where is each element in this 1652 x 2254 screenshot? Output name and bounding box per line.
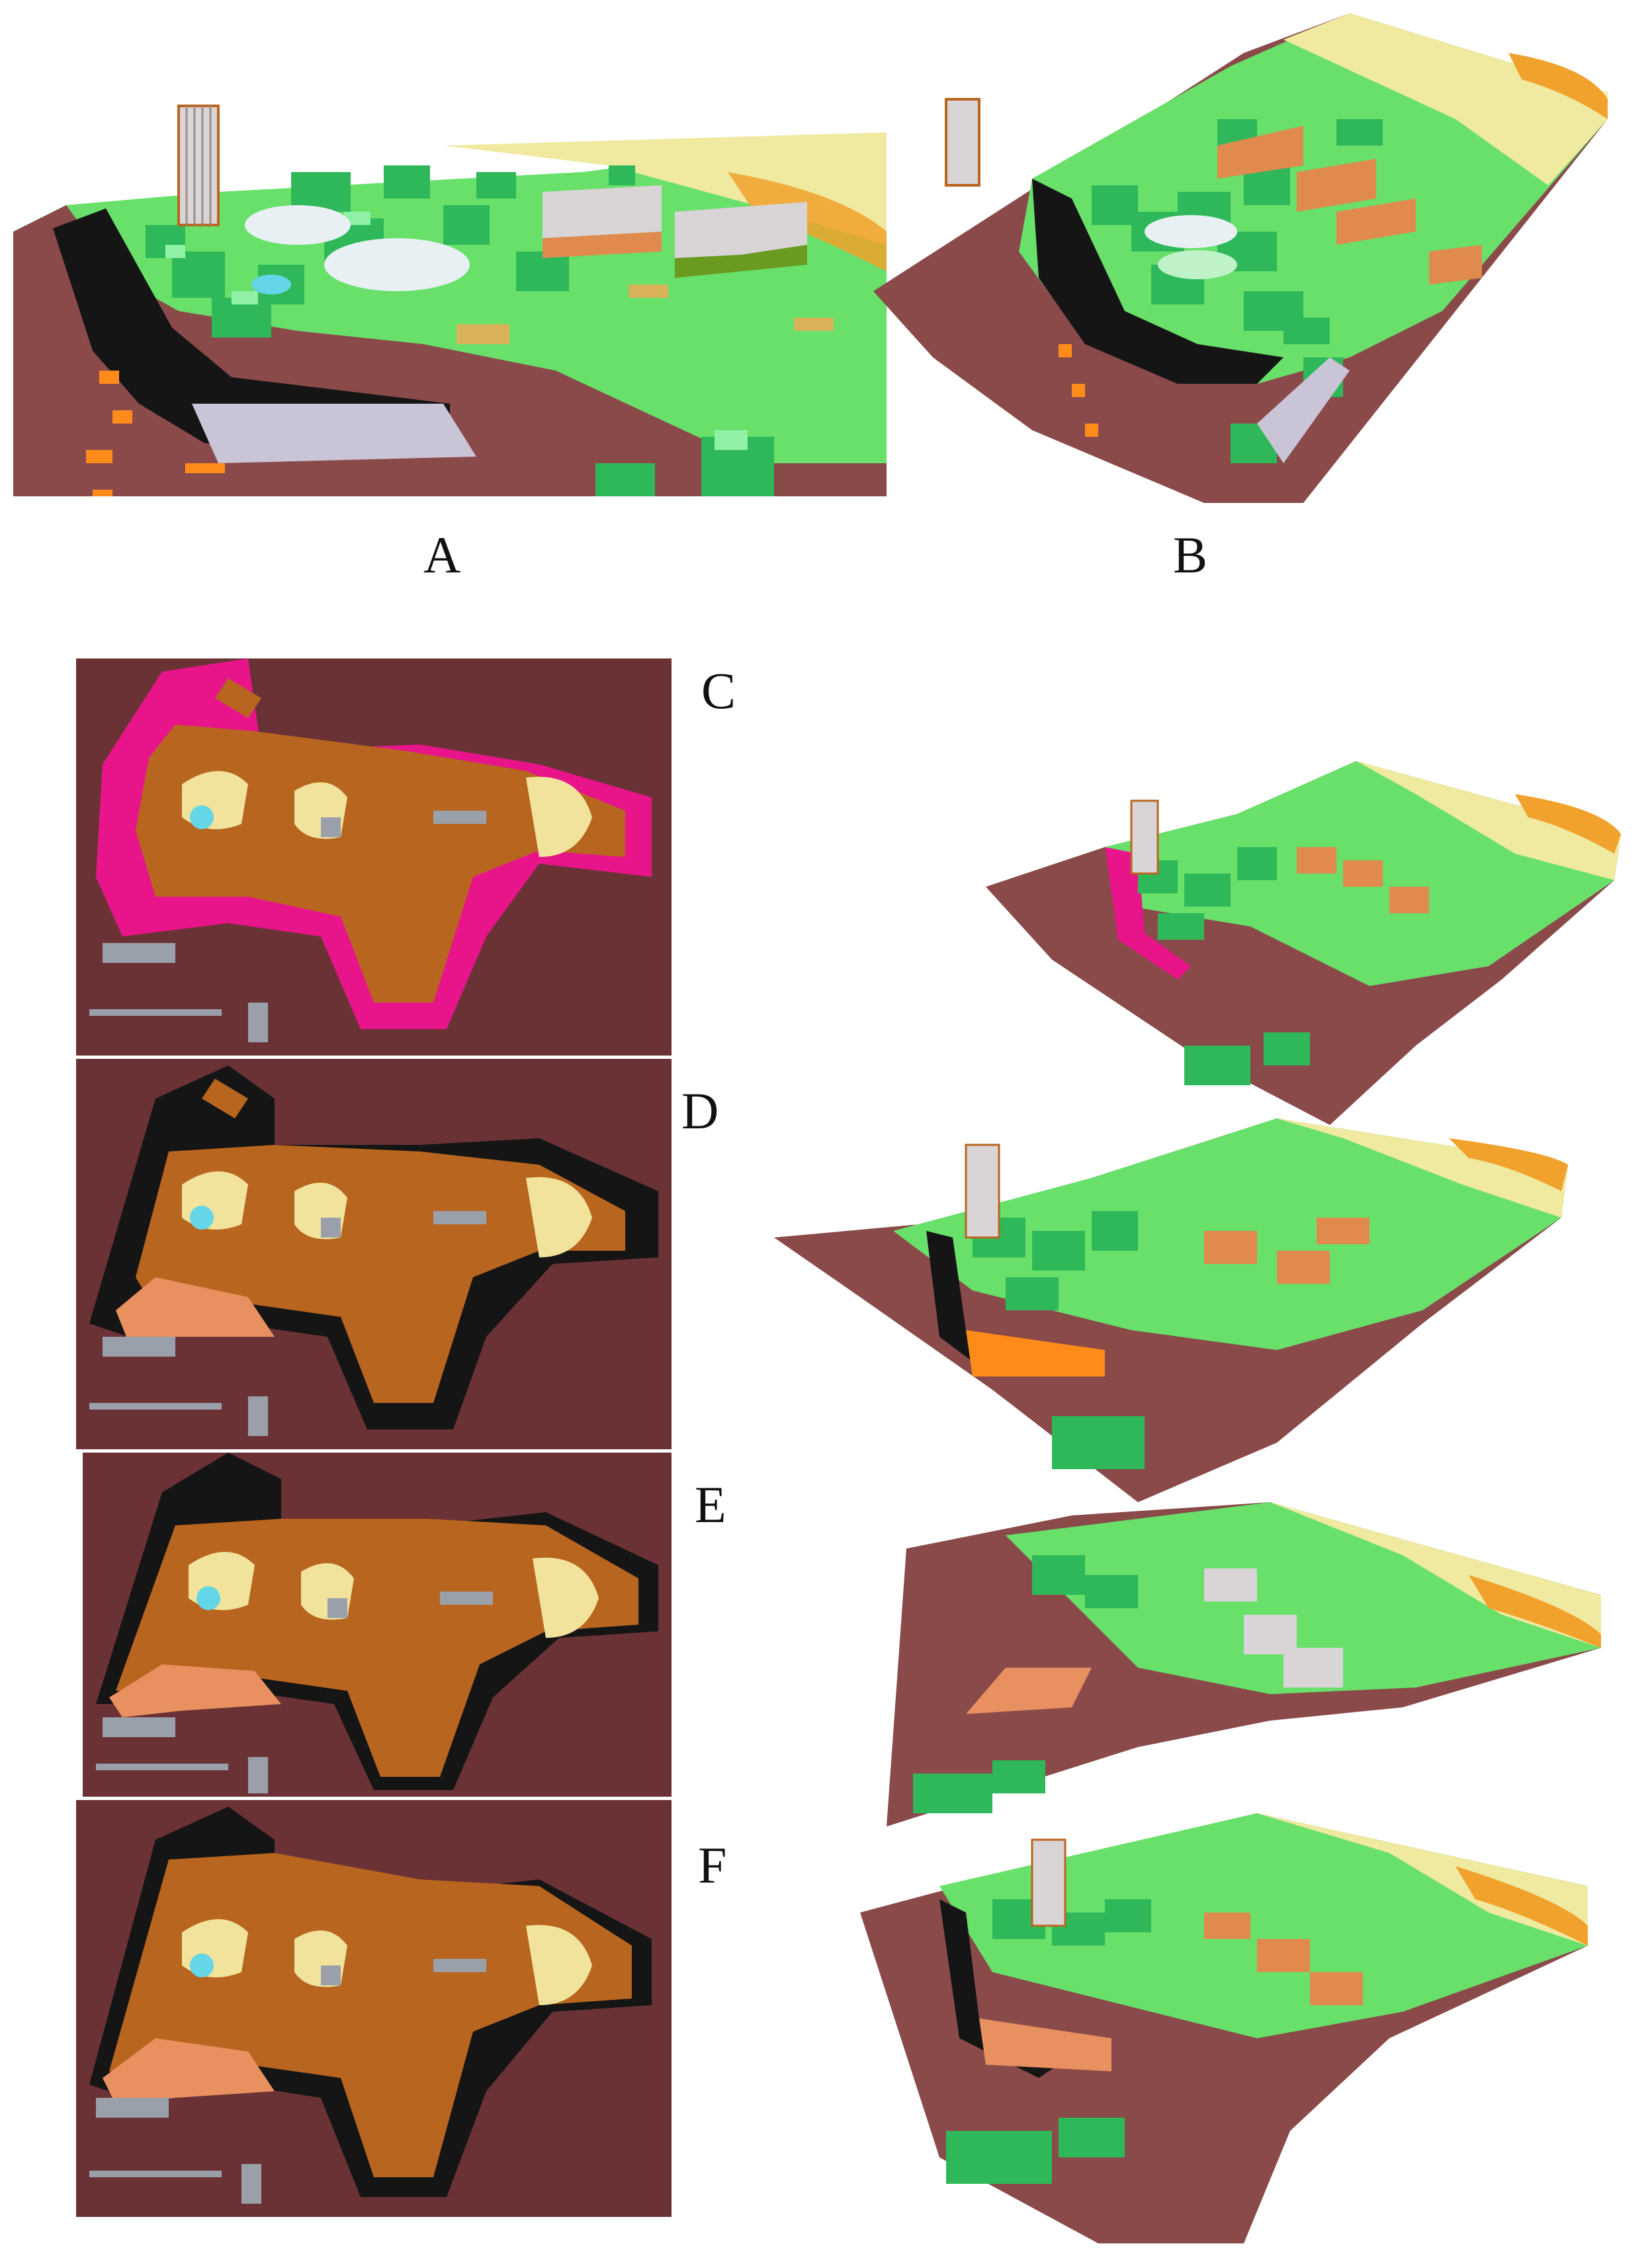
panel-e-3d-view (873, 1496, 1634, 1826)
panel-d-2d-map (76, 1059, 672, 1449)
panel-c-2d-map (76, 658, 672, 1056)
label-a: A (423, 526, 461, 584)
panel-b-3d-view (873, 13, 1614, 503)
panel-e-2d-map (83, 1453, 672, 1797)
panel-a-3d-view (13, 93, 887, 496)
label-f: F (698, 1836, 727, 1894)
label-d: D (681, 1082, 719, 1140)
label-b: B (1173, 526, 1208, 584)
panel-f-3d-view (860, 1787, 1634, 2250)
panel-f-2d-map (76, 1800, 672, 2217)
label-c: C (701, 662, 736, 719)
label-e: E (695, 1476, 726, 1533)
panel-d-3d-view (774, 1112, 1634, 1509)
panel-c-3d-view (986, 754, 1628, 1125)
